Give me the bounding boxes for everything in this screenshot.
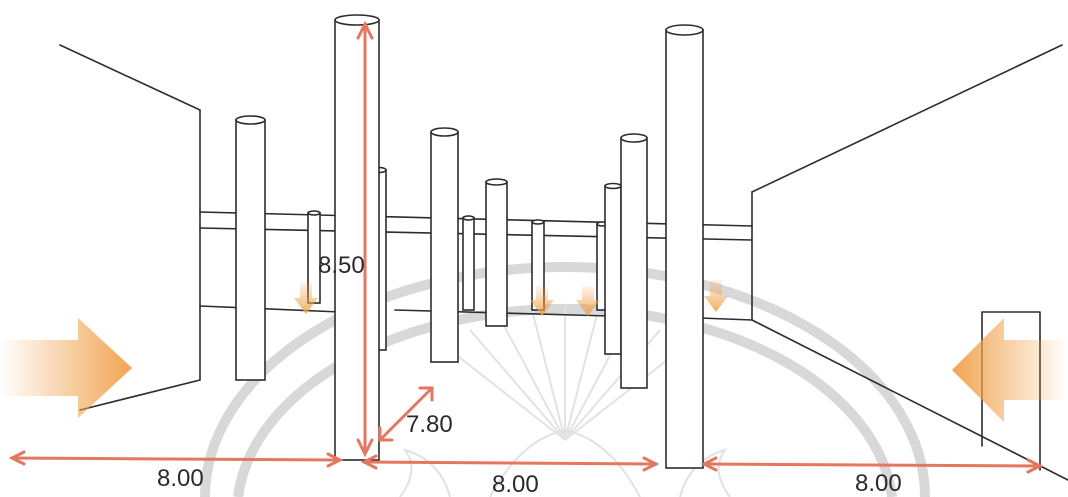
airflow-arrow-icon: [576, 286, 600, 316]
university-seal-watermark: [200, 262, 930, 497]
dimension-bay-center-line: [362, 460, 658, 466]
dimension-labels: 8.50 7.80 8.00 8.00 8.00: [157, 252, 902, 497]
airflow-arrow-icon: [294, 282, 318, 314]
dimension-bay-left-line: [10, 456, 342, 462]
dimension-bay-right-line: [702, 462, 1042, 468]
column: [235, 115, 266, 381]
airflow-arrow-icon: [530, 286, 554, 316]
label-bay-right: 8.00: [855, 470, 902, 497]
column-front-left: [334, 14, 380, 461]
column: [462, 215, 475, 311]
column-group: [235, 14, 704, 469]
airflow-arrow-icon: [952, 318, 1068, 422]
label-bay-center: 8.00: [492, 471, 539, 497]
column: [430, 127, 459, 363]
column: [485, 178, 508, 327]
label-bay-left: 8.00: [157, 465, 204, 492]
airflow-arrow-icon: [704, 280, 728, 312]
column-front-right: [665, 24, 704, 469]
label-depth-spacing: 7.80: [406, 411, 453, 438]
dimension-lines: [8, 20, 1044, 474]
dimension-depth-line: [378, 386, 434, 442]
airflow-arrow-icon: [0, 318, 132, 418]
label-column-height: 8.50: [318, 252, 365, 279]
airflow-arrows: [0, 280, 1068, 422]
column: [620, 133, 648, 389]
column: [604, 182, 622, 355]
